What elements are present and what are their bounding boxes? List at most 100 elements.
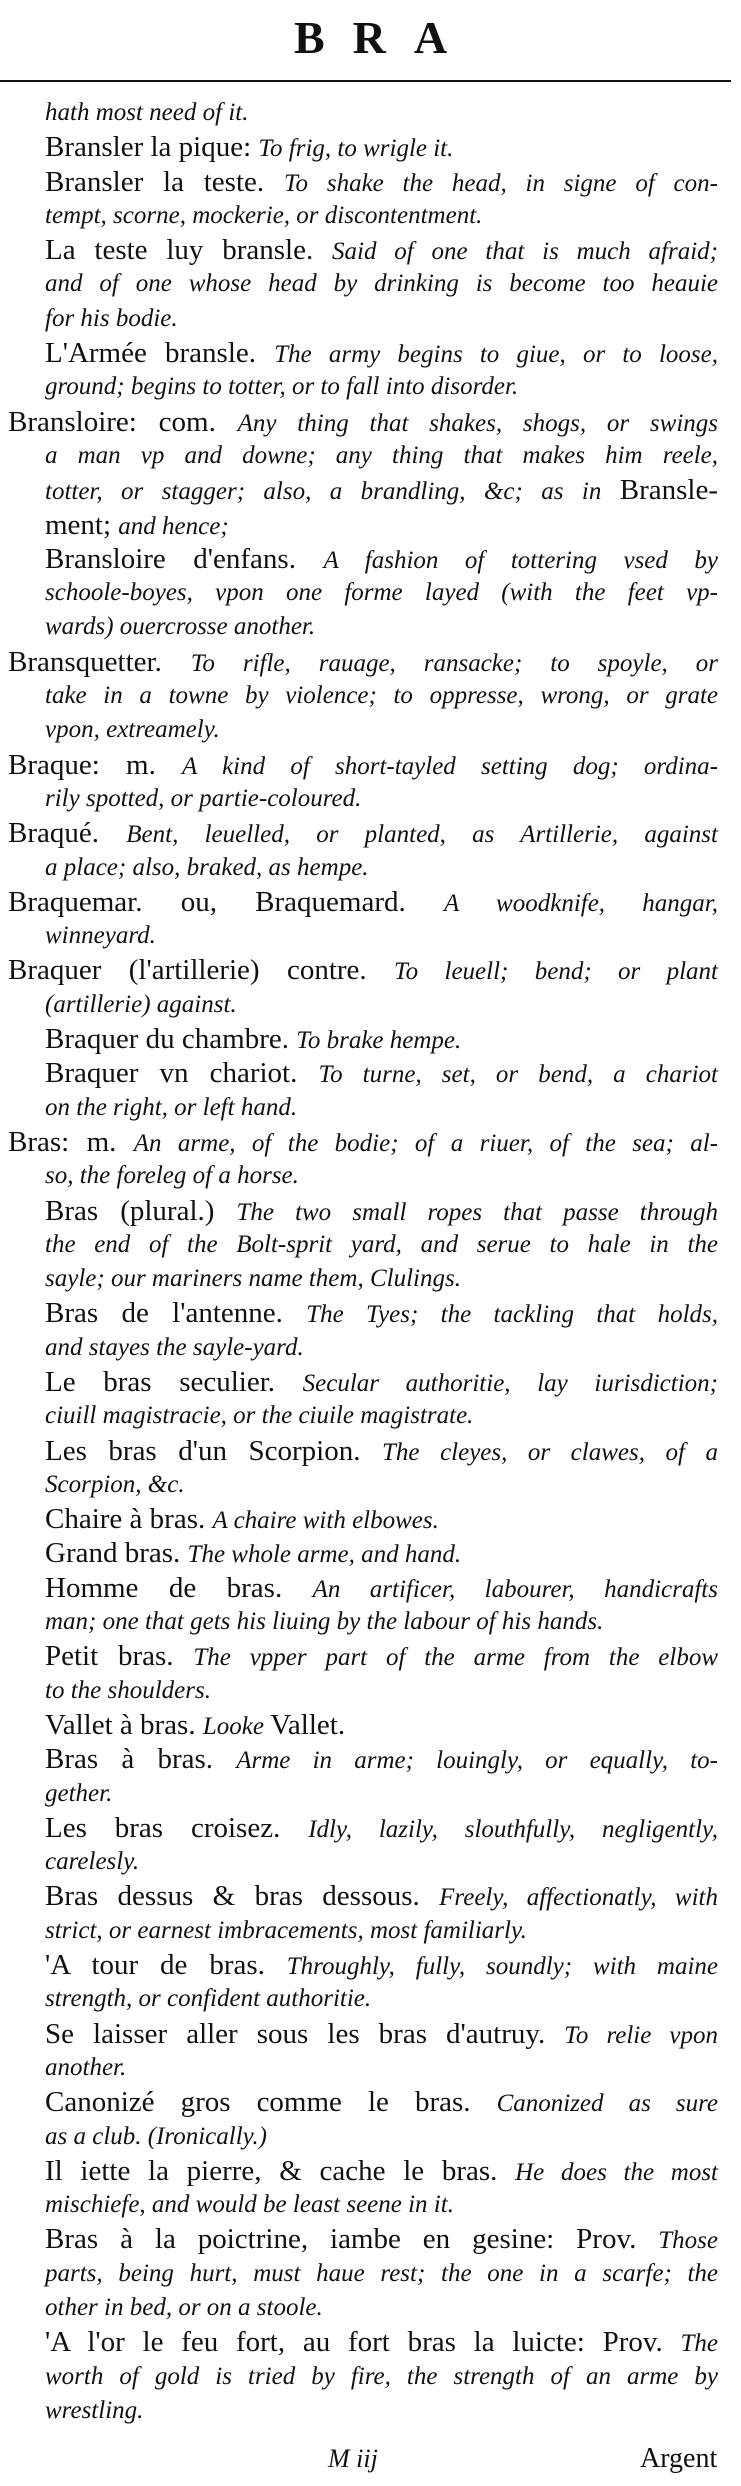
english-gloss: gether.: [45, 1779, 113, 1807]
english-gloss: Arme in arme; louingly, or equally, to-: [236, 1747, 719, 1775]
subentry-line: Braquer vn chariot. To turne, set, or be…: [0, 1056, 718, 1090]
french-term: Bras à la poictrine, iambe en gesine: Pr…: [45, 2223, 659, 2256]
english-gloss: strength, or confident authoritie.: [45, 1985, 372, 2013]
english-gloss: take in a towne by violence; to oppresse…: [45, 682, 718, 710]
english-gloss: An arme, of the bodie; of a riuer, of th…: [133, 1129, 718, 1157]
page-footer: M iij Argent: [0, 2442, 741, 2476]
english-gloss: and hence;: [118, 512, 229, 540]
english-gloss: The vpper part of the arme from the elbo…: [193, 1644, 718, 1672]
english-gloss: for his bodie.: [45, 304, 178, 332]
english-gloss: To turne, set, or bend, a chariot: [318, 1061, 718, 1089]
english-gloss: winneyard.: [45, 922, 156, 950]
french-term: Braquer (l'artillerie) contre.: [8, 954, 395, 987]
subentry-line: Bransloire d'enfans. A fashion of totter…: [0, 542, 718, 576]
headword-line: Braquemar. ou, Braquemard. A woodknife, …: [0, 885, 718, 919]
english-gloss: He does the most: [515, 2158, 718, 2186]
english-gloss: The whole arme, and hand.: [187, 1541, 462, 1569]
subentry-line: Grand bras. The whole arme, and hand.: [0, 1536, 718, 1570]
running-head: BRA: [293, 12, 476, 63]
entry-continuation-line: tempt, scorne, mockerie, or discontentme…: [0, 199, 718, 233]
entry-continuation-line: carelesly.: [0, 1845, 718, 1879]
english-gloss: and of one whose head by drinking is bec…: [45, 270, 718, 298]
entry-continuation-line: so, the foreleg of a horse.: [0, 1159, 718, 1193]
entry-continuation-line: as a club. (Ironically.): [0, 2120, 718, 2154]
french-term: Bransloire: com.: [8, 405, 238, 438]
french-term: Les bras croisez.: [45, 1811, 309, 1844]
french-term: 'A tour de bras.: [45, 1949, 287, 1982]
french-term: ment;: [45, 508, 119, 541]
entry-continuation-line: other in bed, or on a stoole.: [0, 2291, 718, 2325]
entry-continuation-line: parts, being hurt, must haue rest; the o…: [0, 2257, 718, 2291]
english-gloss: (artillerie) against.: [45, 990, 237, 1018]
subentry-line: Canonizé gros comme le bras. Canonized a…: [0, 2085, 718, 2119]
french-term: Petit bras.: [45, 1640, 194, 1673]
english-gloss: wrestling.: [45, 2396, 144, 2424]
entry-continuation-line: Scorpion, &c.: [0, 1468, 718, 1502]
french-term: Braqué.: [8, 817, 127, 850]
subentry-line: 'A tour de bras. Throughly, fully, sound…: [0, 1948, 718, 1982]
entry-continuation-line: vpon, extreamely.: [0, 713, 718, 747]
english-gloss: totter, or stagger; also, a brandling, &…: [45, 478, 620, 506]
entry-continuation-line: ground; begins to totter, or to fall int…: [0, 370, 718, 404]
french-term: Bras dessus & bras dessous.: [45, 1880, 440, 1913]
french-term: Braquer du chambre.: [45, 1023, 297, 1056]
english-gloss: rily spotted, or partie-coloured.: [45, 784, 362, 812]
entry-continuation-line: the end of the Bolt-sprit yard, and seru…: [0, 1228, 718, 1262]
english-gloss: strict, or earnest imbracements, most fa…: [45, 1916, 527, 1944]
english-gloss: another.: [45, 2053, 127, 2081]
subentry-line: La teste luy bransle. Said of one that i…: [0, 233, 718, 267]
subentry-line: L'Armée bransle. The army begins to giue…: [0, 336, 718, 370]
french-term: Bransquetter.: [8, 645, 191, 678]
english-gloss: a man vp and downe; any thing that makes…: [45, 441, 718, 469]
english-gloss: Looke: [202, 1712, 271, 1740]
english-gloss: tempt, scorne, mockerie, or discontentme…: [45, 201, 483, 229]
english-gloss: to the shoulders.: [45, 1676, 211, 1704]
subentry-line: Bras à la poictrine, iambe en gesine: Pr…: [0, 2222, 718, 2256]
entry-continuation-line: a place; also, braked, as hempe.: [0, 851, 718, 885]
signature-mark: M iij: [328, 2444, 378, 2473]
english-gloss: ground; begins to totter, or to fall int…: [45, 373, 519, 401]
english-gloss: The two small ropes that passe through: [236, 1198, 719, 1226]
english-gloss: parts, being hurt, must haue rest; the o…: [45, 2259, 718, 2287]
english-gloss: Throughly, fully, soundly; with maine: [286, 1953, 718, 1981]
dictionary-column: hath most need of it.Bransler la pique: …: [0, 96, 741, 2428]
headword-line: Bransloire: com. Any thing that shakes, …: [0, 405, 718, 439]
entry-continuation-line: and of one whose head by drinking is bec…: [0, 267, 718, 301]
english-gloss: Said of one that is much afraid;: [332, 238, 719, 266]
french-term: Bras à bras.: [45, 1743, 237, 1776]
english-gloss: vpon, extreamely.: [45, 716, 220, 744]
english-gloss: The cleyes, or clawes, of a: [382, 1438, 718, 1466]
english-gloss: An artificer, labourer, handicrafts: [312, 1575, 718, 1603]
headword-line: Braqué. Bent, leuelled, or planted, as A…: [0, 816, 718, 850]
entry-continuation-line: hath most need of it.: [0, 96, 718, 130]
english-gloss: The Tyes; the tackling that holds,: [306, 1301, 718, 1329]
subentry-line: Bras de l'antenne. The Tyes; the tacklin…: [0, 1296, 718, 1330]
catchword: Argent: [640, 2443, 718, 2474]
english-gloss: Canonized as sure: [496, 2090, 718, 2118]
entry-continuation-line: on the right, or left hand.: [0, 1091, 718, 1125]
english-gloss: schoole-boyes, vpon one forme layed (wit…: [45, 579, 718, 607]
header-rule: [0, 80, 731, 82]
french-term: Il iette la pierre, & cache le bras.: [45, 2154, 516, 2187]
english-gloss: To frig, to wrigle it.: [258, 135, 454, 163]
english-gloss: A fashion of tottering vsed by: [323, 546, 718, 574]
french-term: Canonizé gros comme le bras.: [45, 2086, 497, 2119]
entry-continuation-line: gether.: [0, 1777, 718, 1811]
french-term: Bras de l'antenne.: [45, 1297, 307, 1330]
entry-continuation-line: worth of gold is tried by fire, the stre…: [0, 2360, 718, 2394]
english-gloss: A kind of short-tayled setting dog; ordi…: [182, 752, 719, 780]
french-term: L'Armée bransle.: [45, 337, 275, 370]
english-gloss: To shake the head, in signe of con-: [283, 169, 718, 197]
english-gloss: A chaire with elbowes.: [212, 1507, 439, 1535]
subentry-line: Braquer du chambre. To brake hempe.: [0, 1022, 718, 1056]
french-term: Bransler la pique:: [45, 131, 259, 164]
headword-line: Bras: m. An arme, of the bodie; of a riu…: [0, 1125, 718, 1159]
english-gloss: Any thing that shakes, shogs, or swings: [237, 409, 718, 437]
subentry-line: Vallet à bras. Looke Vallet.: [0, 1708, 718, 1742]
english-gloss: as a club. (Ironically.): [45, 2122, 267, 2150]
subentry-line: Le bras seculier. Secular authoritie, la…: [0, 1365, 718, 1399]
subentry-line: Les bras d'un Scorpion. The cleyes, or c…: [0, 1434, 718, 1468]
english-gloss: carelesly.: [45, 1848, 140, 1876]
subentry-line: Les bras croisez. Idly, lazily, slouthfu…: [0, 1811, 718, 1845]
english-gloss: Idly, lazily, slouthfully, negligently,: [308, 1815, 718, 1843]
